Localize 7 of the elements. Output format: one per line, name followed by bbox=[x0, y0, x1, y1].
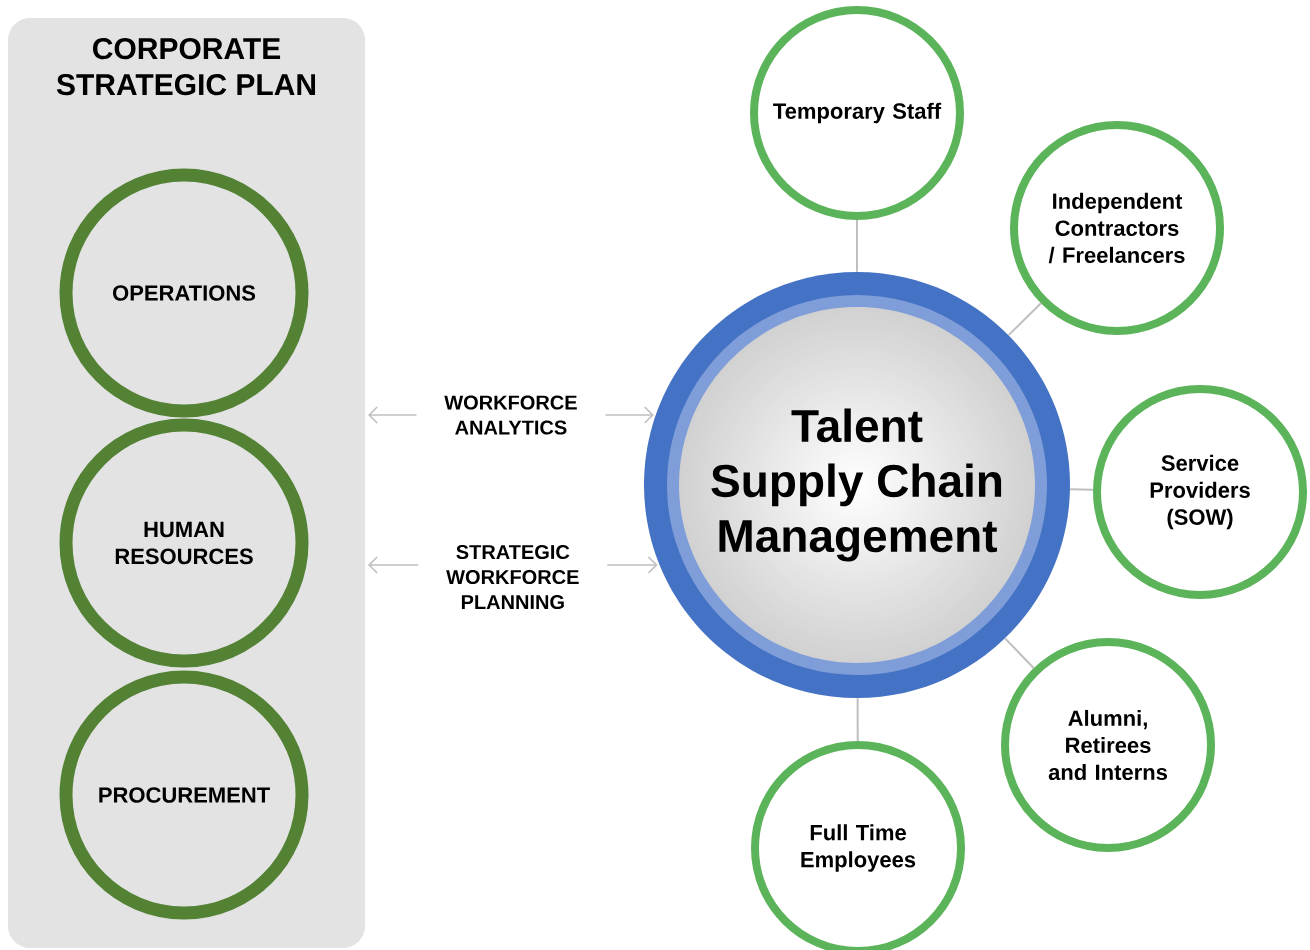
connector-line bbox=[856, 219, 858, 273]
connector-line bbox=[856, 697, 859, 742]
connector-line bbox=[1004, 637, 1035, 669]
edge-label: WORKFORCE ANALYTICS bbox=[416, 393, 606, 437]
edge-label: STRATEGIC WORKFORCE PLANNING bbox=[418, 542, 608, 612]
connector-line bbox=[1007, 302, 1042, 337]
connector-line bbox=[1069, 488, 1095, 491]
